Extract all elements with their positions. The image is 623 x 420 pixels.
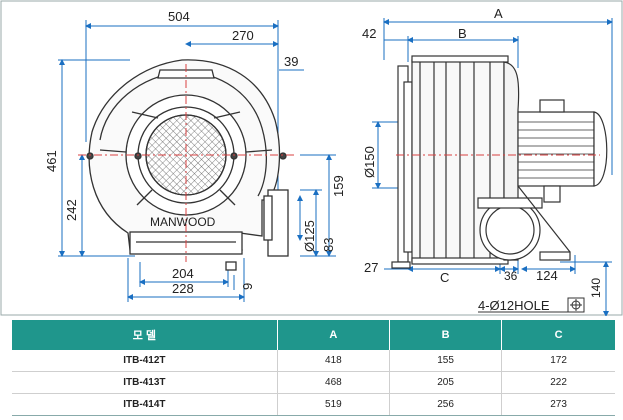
- model-cell: ITB-414T: [12, 393, 278, 416]
- dim-140: 140: [589, 278, 603, 298]
- value-cell: 155: [389, 350, 503, 372]
- dim-offset-42: 42: [362, 26, 376, 41]
- dim-overall-width: 504: [168, 9, 190, 24]
- front-view: MANWOOD 504 270 39 461 242 159 Ø125 83 2…: [44, 9, 346, 302]
- dim-B: B: [458, 26, 467, 41]
- header-A: A: [277, 320, 390, 350]
- dim-overall-height: 461: [44, 150, 59, 172]
- side-view: A B 42 Ø150 27 C 36 124 140 4-Ø12HOLE: [362, 6, 613, 316]
- value-cell: 468: [277, 371, 390, 394]
- value-cell: 222: [501, 371, 615, 394]
- hole-note: 4-Ø12HOLE: [478, 298, 550, 313]
- dim-124: 124: [536, 268, 558, 283]
- dim-base-27: 27: [364, 260, 378, 275]
- dim-outlet-base: 83: [321, 238, 336, 252]
- model-cell: ITB-413T: [12, 371, 278, 394]
- header-B: B: [389, 320, 503, 350]
- dim-outlet-offset: 159: [331, 175, 346, 197]
- dim-base-total: 228: [172, 281, 194, 296]
- model-cell: ITB-412T: [12, 350, 278, 372]
- dim-inlet-dia: Ø150: [362, 146, 377, 178]
- dim-base-width: 204: [172, 266, 194, 281]
- position-symbol-icon: [567, 297, 585, 313]
- spec-header-row: 모 델 A B C: [12, 320, 615, 350]
- header-model: 모 델: [12, 320, 278, 350]
- dim-half-width: 270: [232, 28, 254, 43]
- dim-base-thickness: 9: [240, 283, 255, 290]
- spec-table: 모 델 A B C ITB-412T 418 155 172 ITB-413T …: [12, 320, 615, 416]
- value-cell: 519: [277, 393, 390, 416]
- table-row: ITB-413T 468 205 222: [12, 371, 615, 394]
- value-cell: 205: [389, 371, 503, 394]
- header-C: C: [501, 320, 615, 350]
- value-cell: 256: [389, 393, 503, 416]
- table-row: ITB-412T 418 155 172: [12, 350, 615, 372]
- dim-center-height: 242: [64, 199, 79, 221]
- dim-36: 36: [504, 269, 518, 283]
- value-cell: 273: [501, 393, 615, 416]
- dim-flange-width: 39: [284, 54, 298, 69]
- dim-C: C: [440, 270, 449, 285]
- value-cell: 172: [501, 350, 615, 372]
- technical-drawing: MANWOOD 504 270 39 461 242 159 Ø125 83 2…: [0, 0, 623, 316]
- table-row: ITB-414T 519 256 273: [12, 393, 615, 416]
- dim-outlet-dia: Ø125: [302, 220, 317, 252]
- brand-label: MANWOOD: [150, 215, 216, 229]
- value-cell: 418: [277, 350, 390, 372]
- dim-A: A: [494, 6, 503, 21]
